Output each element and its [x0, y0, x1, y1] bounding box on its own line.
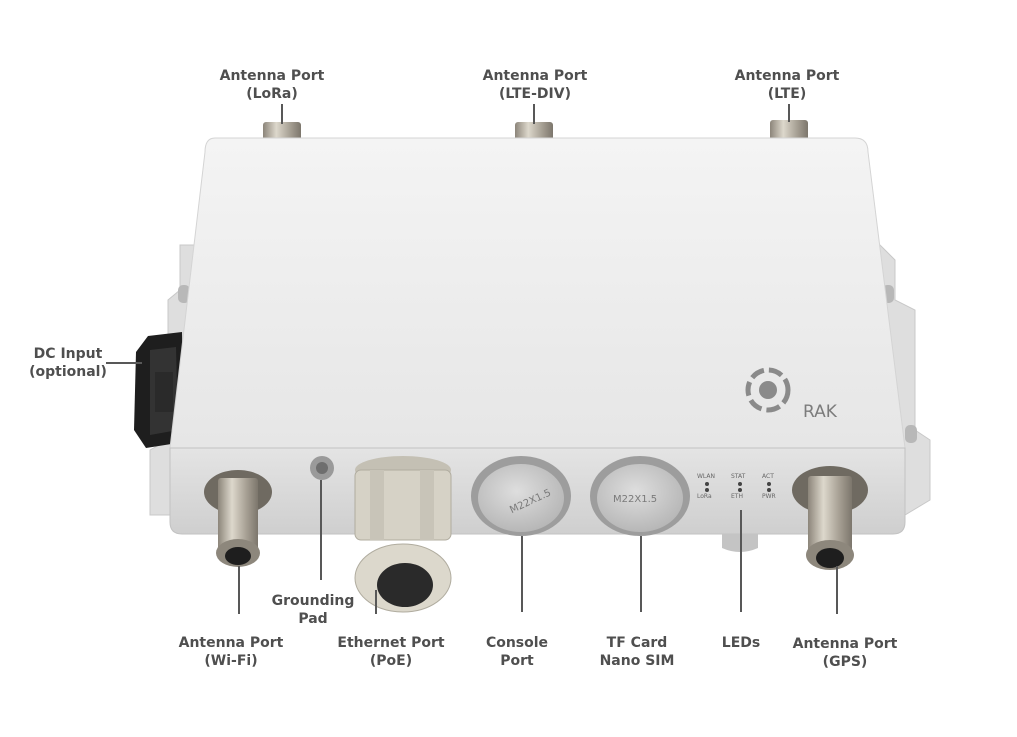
- leader-line-console: [521, 536, 523, 612]
- callout-antenna-lte: Antenna Port (LTE): [735, 67, 840, 103]
- callout-ethernet-port: Ethernet Port (PoE): [337, 634, 444, 670]
- callout-tf-card-title: TF Card: [606, 635, 668, 651]
- callout-antenna-wifi: Antenna Port (Wi-Fi): [179, 634, 284, 670]
- callout-antenna-lte-div: Antenna Port (LTE-DIV): [483, 67, 588, 103]
- rak-logo: RAK: [745, 367, 838, 422]
- grounding-pad-screw: [310, 456, 334, 480]
- callout-dc-input-title: DC Input: [33, 346, 103, 362]
- svg-text:M22X1.5: M22X1.5: [613, 494, 657, 505]
- callout-antenna-gps-title: Antenna Port: [792, 636, 898, 652]
- leader-line-lte: [788, 104, 790, 122]
- callout-leds-title: LEDs: [721, 635, 761, 651]
- leader-line-grounding: [320, 480, 322, 580]
- callout-antenna-lte-sub: (LTE): [767, 86, 807, 102]
- callout-console-port-title: Console: [485, 635, 549, 651]
- callout-antenna-wifi-sub: (Wi-Fi): [204, 653, 258, 669]
- callout-console-port-sub: Port: [500, 653, 534, 669]
- callout-ethernet-port-title: Ethernet Port: [337, 635, 445, 651]
- callout-antenna-gps: Antenna Port (GPS): [793, 635, 898, 671]
- svg-text:LoRa: LoRa: [697, 493, 712, 500]
- console-port-cap: M22X1.5: [471, 456, 571, 536]
- callout-grounding-pad-title: Grounding: [271, 593, 355, 609]
- callout-ethernet-port-sub: (PoE): [369, 653, 413, 669]
- callout-antenna-lora-title: Antenna Port: [219, 68, 325, 84]
- callout-antenna-lte-div-sub: (LTE-DIV): [498, 86, 571, 102]
- callout-leds: LEDs: [722, 634, 760, 652]
- callout-antenna-lte-title: Antenna Port: [734, 68, 840, 84]
- leader-line-tf: [640, 536, 642, 612]
- callout-grounding-pad: Grounding Pad: [272, 592, 355, 628]
- wifi-n-connector: [204, 470, 272, 567]
- leader-line-wifi: [238, 566, 240, 614]
- enclosure-top: [169, 137, 906, 449]
- callout-dc-input: DC Input (optional): [29, 345, 107, 381]
- svg-text:ETH: ETH: [731, 493, 743, 500]
- tf-sim-port-cap: M22X1.5: [590, 456, 690, 536]
- callout-antenna-wifi-title: Antenna Port: [178, 635, 284, 651]
- leader-line-gps: [836, 566, 838, 614]
- leader-line-dc: [106, 362, 142, 364]
- leader-line-lora: [281, 104, 283, 124]
- gps-n-connector: [792, 466, 868, 570]
- svg-text:RAK: RAK: [803, 402, 838, 422]
- callout-console-port: Console Port: [486, 634, 548, 670]
- svg-text:ACT: ACT: [762, 473, 774, 480]
- leader-line-ethernet: [375, 590, 377, 614]
- callout-tf-card: TF Card Nano SIM: [600, 634, 675, 670]
- svg-text:PWR: PWR: [762, 493, 776, 500]
- svg-text:STAT: STAT: [731, 473, 746, 480]
- leader-line-leds: [740, 510, 742, 612]
- callout-antenna-lte-div-title: Antenna Port: [482, 68, 588, 84]
- callout-grounding-pad-sub: Pad: [298, 611, 328, 627]
- leader-line-lte-div: [533, 104, 535, 124]
- ethernet-cable-gland: [354, 456, 452, 613]
- callout-antenna-gps-sub: (GPS): [822, 654, 868, 670]
- dc-input-connector: [134, 332, 184, 448]
- callout-tf-card-sub: Nano SIM: [599, 653, 675, 669]
- svg-text:WLAN: WLAN: [697, 473, 715, 480]
- callout-antenna-lora: Antenna Port (LoRa): [220, 67, 325, 103]
- callout-dc-input-sub: (optional): [29, 364, 107, 380]
- callout-antenna-lora-sub: (LoRa): [246, 86, 298, 102]
